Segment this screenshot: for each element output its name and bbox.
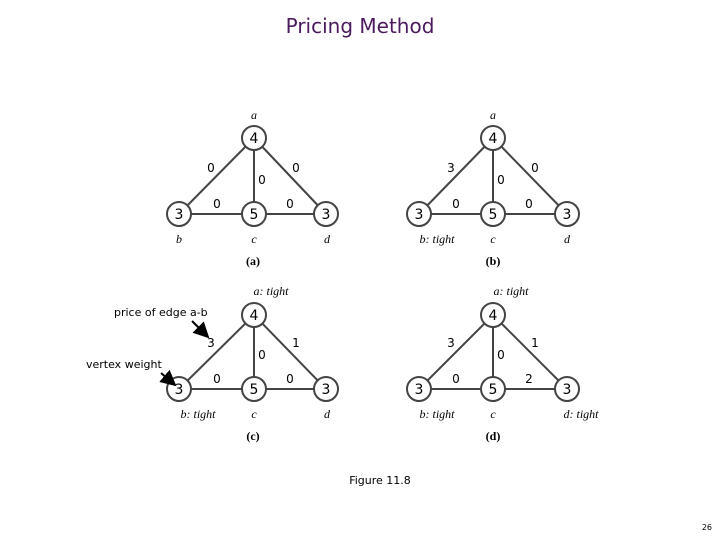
panel-label: (b)	[486, 254, 501, 268]
vertex-a	[480, 125, 506, 151]
vertex-label-a: a: tight	[254, 284, 290, 298]
figure-caption: Figure 11.8	[349, 474, 411, 487]
vertex-weight-b: 3	[415, 207, 424, 223]
vertex-label-c: c	[490, 407, 496, 421]
vertex-a	[480, 302, 506, 328]
vertex-c	[480, 376, 506, 402]
vertex-weight-c: 5	[250, 382, 259, 398]
edge-price-bc: 0	[213, 197, 221, 211]
edge-price-bc: 0	[452, 197, 460, 211]
edge-ab	[418, 137, 494, 215]
vertex-label-c: c	[251, 232, 257, 246]
edge-price-bc: 0	[452, 372, 460, 386]
edge-price-ab: 3	[207, 336, 215, 350]
edge-price-ad: 1	[531, 336, 539, 350]
panel-a: 4 3 5 3 a b c d 0 0 0 0 0 (a)	[166, 108, 339, 268]
edge-ab	[178, 314, 255, 390]
vertex-label-c: c	[251, 407, 257, 421]
edge-price-cd: 0	[286, 372, 294, 386]
vertex-weight-a: 4	[489, 131, 498, 147]
edge-price-cd: 0	[525, 197, 533, 211]
edge-price-ac: 0	[258, 348, 266, 362]
panel-b: 4 3 5 3 a b: tight c d 3 0 0 0 0 (b)	[406, 108, 580, 268]
panel-label: (d)	[486, 429, 501, 443]
vertex-b	[406, 376, 432, 402]
vertex-weight-b: 3	[415, 382, 424, 398]
vertex-label-a: a: tight	[494, 284, 530, 298]
annotation-arrow-edge-price	[191, 320, 210, 339]
edge-price-ac: 0	[258, 173, 266, 187]
panel-c: 4 3 5 3 a: tight b: tight c d 3 0 1 0 0 …	[166, 284, 339, 443]
vertex-label-a: a	[490, 108, 496, 122]
vertex-weight-a: 4	[250, 308, 259, 324]
vertex-weight-b: 3	[175, 207, 184, 223]
vertex-weight-c: 5	[250, 207, 259, 223]
edge-ab	[178, 137, 255, 215]
vertex-label-b: b: tight	[181, 407, 217, 421]
vertex-label-d: d	[324, 407, 331, 421]
vertex-label-d: d: tight	[564, 407, 600, 421]
vertex-c	[241, 201, 267, 227]
vertex-d	[313, 201, 339, 227]
panel-label: (a)	[246, 254, 260, 268]
vertex-label-b: b: tight	[420, 232, 456, 246]
edge-price-ab: 3	[447, 161, 455, 175]
vertex-d	[554, 201, 580, 227]
vertex-a	[241, 125, 267, 151]
edge-price-ab: 3	[447, 336, 455, 350]
annotation-edge-price: price of edge a-b	[114, 306, 208, 319]
edge-price-cd: 2	[525, 372, 533, 386]
vertex-label-b: b: tight	[420, 407, 456, 421]
vertex-label-d: d	[564, 232, 571, 246]
vertex-label-b: b	[176, 232, 182, 246]
vertex-b	[406, 201, 432, 227]
annotation-vertex-weight: vertex weight	[86, 358, 162, 371]
panel-d: 4 3 5 3 a: tight b: tight c d: tight 3 0…	[406, 284, 600, 443]
vertex-d	[554, 376, 580, 402]
edge-ad	[253, 137, 327, 215]
vertex-a	[241, 302, 267, 328]
edge-price-ac: 0	[497, 348, 505, 362]
edge-ad	[492, 137, 568, 215]
edge-ad	[492, 314, 568, 390]
edge-price-ab: 0	[207, 161, 215, 175]
edge-price-ad: 1	[292, 336, 300, 350]
edge-price-cd: 0	[286, 197, 294, 211]
edge-price-ad: 0	[292, 161, 300, 175]
vertex-weight-d: 3	[322, 207, 331, 223]
annotation-arrow-vertex-weight	[159, 369, 177, 387]
edge-ad	[253, 314, 327, 390]
vertex-weight-c: 5	[489, 382, 498, 398]
page-title: Pricing Method	[285, 14, 435, 38]
vertex-label-c: c	[490, 232, 496, 246]
vertex-weight-a: 4	[489, 308, 498, 324]
vertex-weight-c: 5	[489, 207, 498, 223]
vertex-c	[241, 376, 267, 402]
panel-label: (c)	[246, 429, 259, 443]
vertex-b	[166, 201, 192, 227]
vertex-weight-d: 3	[563, 382, 572, 398]
edge-price-bc: 0	[213, 372, 221, 386]
vertex-weight-a: 4	[250, 131, 259, 147]
vertex-d	[313, 376, 339, 402]
edge-price-ad: 0	[531, 161, 539, 175]
vertex-weight-b: 3	[175, 382, 184, 398]
vertex-weight-d: 3	[322, 382, 331, 398]
page-number: 26	[701, 523, 712, 532]
vertex-label-a: a	[251, 108, 257, 122]
edge-price-ac: 0	[497, 173, 505, 187]
vertex-weight-d: 3	[563, 207, 572, 223]
vertex-c	[480, 201, 506, 227]
edge-ab	[418, 314, 494, 390]
vertex-label-d: d	[324, 232, 331, 246]
